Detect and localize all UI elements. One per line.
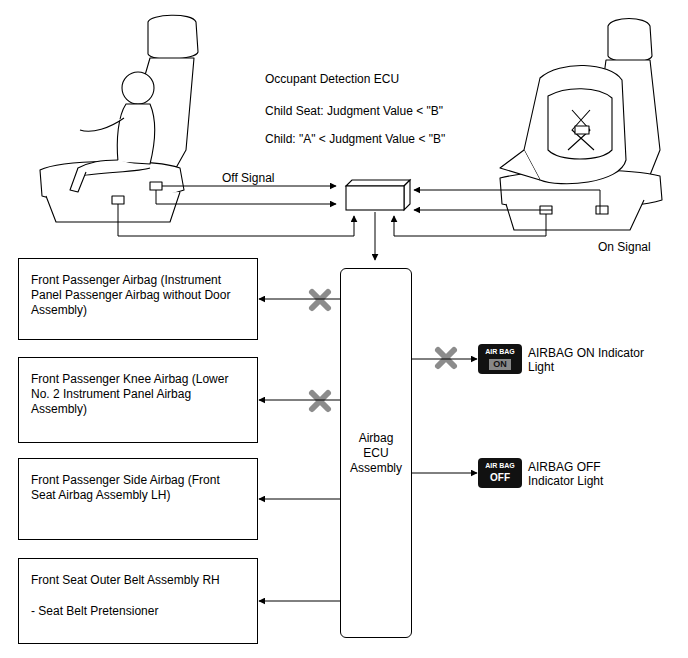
signal-arrow (412, 359, 477, 360)
airbag-ecu-box: Airbag ECU Assembly (340, 268, 412, 638)
icon-state: ON (489, 359, 511, 370)
annotation-label: Child Seat: Judgment Value < "B" (265, 104, 443, 118)
ecu-name: Airbag ECU Assembly (341, 431, 411, 476)
airbag-component-box: Front Passenger Side Airbag (Front Seat … (18, 458, 258, 540)
indicator-icon: AIR BAG OFF (478, 458, 522, 488)
indicator-icon: AIR BAG ON (478, 344, 522, 374)
airbag-component-box: Front Seat Outer Belt Assembly RH - Seat … (18, 558, 258, 644)
occupant-detection-ecu-box (346, 180, 410, 210)
indicator-name: AIRBAG OFF Indicator Light (528, 460, 646, 488)
annotation-label: Off Signal (222, 171, 274, 185)
signal-arrow (259, 499, 340, 500)
component-name: Front Seat Outer Belt Assembly RH (31, 573, 245, 588)
icon-state: OFF (486, 472, 514, 483)
seat-with-child-seat (500, 19, 662, 231)
airbag-component-box: Front Passenger Knee Airbag (Lower No. 2… (18, 357, 258, 443)
icon-text: AIR BAG (478, 344, 522, 356)
annotation-label: On Signal (598, 240, 651, 254)
component-name: - Seat Belt Pretensioner (31, 604, 245, 619)
indicator-light: AIR BAG ON AIRBAG ON Indicator Light (478, 344, 648, 376)
airbag-component-box: Front Passenger Airbag (Instrument Panel… (18, 258, 258, 340)
annotation-label: Occupant Detection ECU (265, 72, 399, 86)
seat-with-child (40, 15, 198, 222)
component-name: Front Passenger Airbag (Instrument Panel… (31, 273, 245, 318)
signal-arrow (259, 601, 340, 602)
component-name: Front Passenger Knee Airbag (Lower No. 2… (31, 372, 245, 417)
icon-text: AIR BAG (478, 458, 522, 470)
signal-arrow (259, 299, 340, 300)
indicator-light: AIR BAG OFF AIRBAG OFF Indicator Light (478, 458, 648, 490)
signal-arrow (259, 400, 340, 401)
indicator-name: AIRBAG ON Indicator Light (528, 346, 646, 374)
signal-arrow (412, 473, 477, 474)
annotation-label: Child: "A" < Judgment Value < "B" (265, 132, 445, 146)
component-name: Front Passenger Side Airbag (Front Seat … (31, 473, 245, 503)
signal-wires (118, 186, 600, 260)
